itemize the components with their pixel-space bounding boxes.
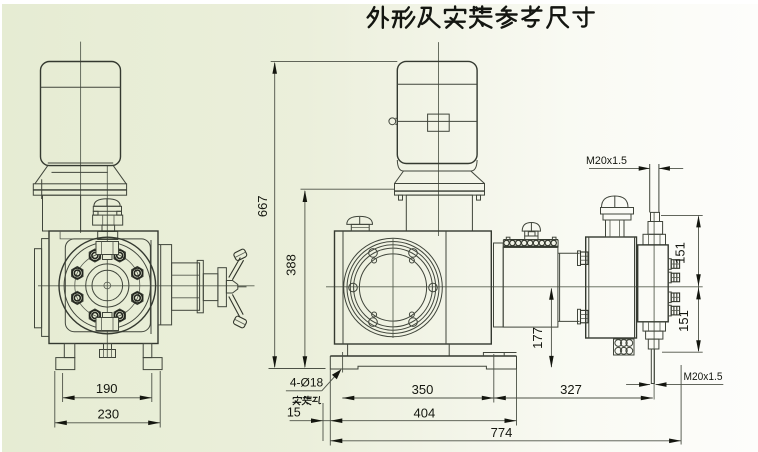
svg-text:404: 404 [414, 406, 436, 421]
svg-text:190: 190 [96, 381, 118, 396]
svg-text:4-Ø18: 4-Ø18 [290, 376, 324, 390]
svg-text:15: 15 [287, 405, 301, 419]
svg-text:388: 388 [284, 254, 299, 276]
svg-text:350: 350 [412, 382, 434, 397]
svg-text:151: 151 [676, 310, 691, 332]
svg-text:327: 327 [560, 382, 582, 397]
svg-text:230: 230 [97, 407, 119, 422]
svg-text:177: 177 [530, 327, 545, 349]
svg-text:M20x1.5: M20x1.5 [586, 155, 627, 167]
svg-text:151: 151 [673, 242, 688, 264]
svg-text:M20x1.5: M20x1.5 [684, 371, 723, 383]
svg-text:667: 667 [255, 195, 270, 217]
svg-text:774: 774 [491, 425, 513, 440]
